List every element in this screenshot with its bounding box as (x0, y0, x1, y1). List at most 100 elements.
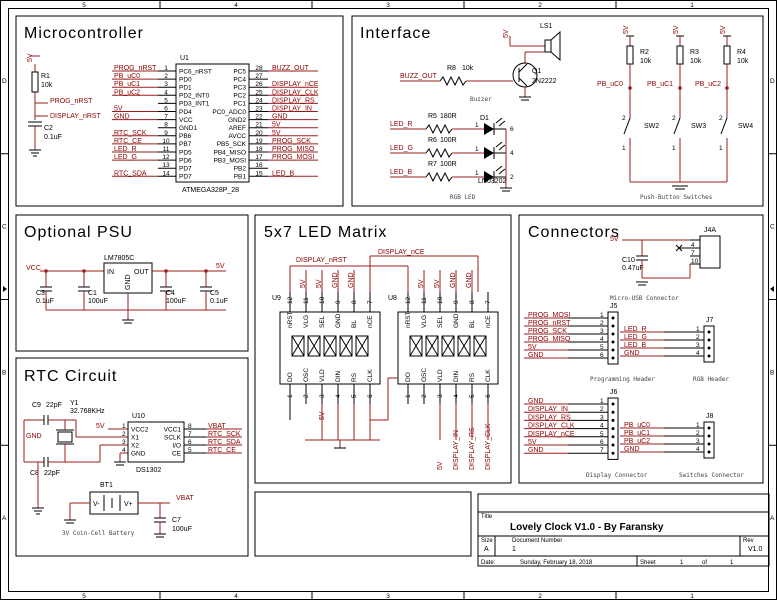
display-connector-caption: Display Connector (586, 472, 648, 479)
mcu-left-net-label: PB_uC0 (114, 73, 140, 80)
mcu-left-pin-number: 7 (164, 114, 168, 121)
matrix-top-pin-name: nCE (367, 315, 374, 328)
matrix-digit-icon (441, 335, 455, 357)
mcu-right-pin-number: 28 (255, 65, 263, 72)
rgb-led-resistor (425, 171, 453, 183)
header-net-label: DISPLAY_CLK (528, 423, 575, 430)
matrix-top-pin-name: VLG (421, 315, 428, 328)
c9-ref: C9 (32, 402, 41, 409)
matrix-digit-icon (473, 335, 487, 357)
c8-value: 22pF (44, 470, 60, 477)
led-emission-icon (495, 141, 506, 151)
battery-caption: 3V Coin-Cell Battery (62, 530, 135, 537)
header-pin-dot (611, 435, 615, 439)
rtc-left-pin-number: 3 (122, 439, 126, 446)
header-pin-number: 5 (600, 431, 604, 438)
frame-col-label: 1 (690, 593, 694, 600)
micro-usb-connector (699, 235, 721, 269)
psu-junction (82, 269, 86, 273)
r7-ref: R7 (428, 161, 437, 168)
matrix-digit-icon (425, 335, 439, 357)
c7-ref: C7 (172, 517, 181, 524)
frame-col-label: 2 (538, 2, 542, 9)
interface-section (351, 15, 764, 207)
header-pin-number: 5 (600, 344, 604, 351)
mcu-left-pin-number: 6 (164, 106, 168, 113)
frame-col-label: 4 (234, 2, 238, 9)
mcu-right-pin-name: GND2 (228, 117, 246, 124)
frame-row-label: C (770, 224, 775, 231)
y1-ref: Y1 (70, 400, 79, 407)
matrix-top-pin-number: 7 (485, 300, 492, 304)
matrix-bottom-net: DISPLAY_IN (453, 430, 460, 470)
usb-pin-number: 10 (691, 258, 699, 265)
rtc-right-pin-number: 6 (188, 439, 192, 446)
battery-vbat: VBAT (176, 495, 194, 502)
title-label: Title (481, 514, 493, 520)
mcu-left-pin-name: PD3_INT1 (179, 101, 210, 108)
mcu-right-pin-name: AREF (229, 125, 246, 132)
section-title-psu: Optional PSU (24, 224, 133, 241)
c10-value: 0.47uF (622, 265, 644, 272)
usb-pin-number: 4 (691, 242, 695, 249)
mcu-left-pin-number: 13 (162, 162, 170, 169)
switch-pin-number: 2 (719, 115, 723, 122)
frame-row-label: C (2, 224, 7, 231)
mcu-left-pin-name: GND1 (179, 125, 197, 132)
matrix-bottom-pin-number: 4 (335, 394, 342, 398)
mcu-left-net-label: RTC_SDA (114, 170, 147, 177)
mcu-right-pin-number: 22 (255, 114, 263, 121)
mcu-left-pin-name: PD1 (179, 85, 192, 92)
mcu-left-pin-name: PD2_INT0 (179, 93, 210, 100)
header-pin-dot (707, 442, 711, 446)
header-pin-dot (707, 330, 711, 334)
matrix-top-net: 5V (434, 279, 441, 288)
switch-junction (628, 86, 632, 90)
matrix-top-net: GND (466, 272, 473, 288)
c5-ref: C5 (210, 290, 219, 297)
header-pin-dot (611, 443, 615, 447)
rtc-left-pin-number: 2 (122, 431, 126, 438)
rtc-left-pin-name: VCC2 (131, 426, 149, 433)
section-title-connectors: Connectors (528, 224, 620, 241)
matrix-top-pin-number: 10 (437, 296, 444, 304)
mcu-left-pin-name: PD4 (179, 109, 192, 116)
bt1-ref: BT1 (100, 482, 113, 489)
c1-ref: C1 (88, 290, 97, 297)
switch-contact (673, 117, 681, 135)
header-net-label: GND (528, 352, 544, 359)
no-connect-icon (675, 244, 683, 252)
doc-number-value: 1 (512, 546, 516, 553)
u8-ref: U8 (388, 295, 397, 302)
mcu-left-pin-number: 4 (164, 89, 168, 96)
mcu-left-net-label: GND (114, 114, 130, 121)
c9-value: 22pF (46, 402, 62, 409)
c10-ref: C10 (622, 257, 635, 264)
frame-row-label: A (2, 515, 7, 522)
mcu-right-net-label: 5V (272, 130, 281, 137)
doc-number-label: Document Number (512, 538, 562, 544)
header-pin-number: 1 (696, 422, 700, 429)
mcu-right-pin-name: PC4 (233, 76, 246, 83)
r8-ref: R8 (447, 65, 456, 72)
matrix-digit-icon (355, 335, 369, 357)
header-pin-dot (707, 450, 711, 454)
mcu-right-pin-name: PB5_SCK (217, 141, 247, 148)
mcu-right-net-label: 5V (272, 122, 281, 129)
header-net-label: GND (528, 398, 544, 405)
rtc-left-pin-number: 4 (122, 447, 126, 454)
q1-ref: Q1 (532, 68, 541, 75)
header-body (703, 325, 715, 363)
matrix-digit-icon (307, 335, 321, 357)
header-pin-dot (611, 348, 615, 352)
psu-junction (44, 269, 48, 273)
interface-circuit: 5V LS1 Q1 2N2222 BUZZ_OUT R8 10k Buzzer … (390, 23, 753, 201)
matrix-top-pin-number: 7 (367, 300, 374, 304)
rgb-header-caption: RGB Header (693, 376, 730, 383)
regulator-out: OUT (134, 269, 150, 276)
header-pin-dot (611, 324, 615, 328)
u8-led-matrix (397, 311, 499, 385)
led-emission-icon (495, 165, 506, 175)
mcu-right-pin-name: PB3_MOSI (213, 157, 246, 164)
